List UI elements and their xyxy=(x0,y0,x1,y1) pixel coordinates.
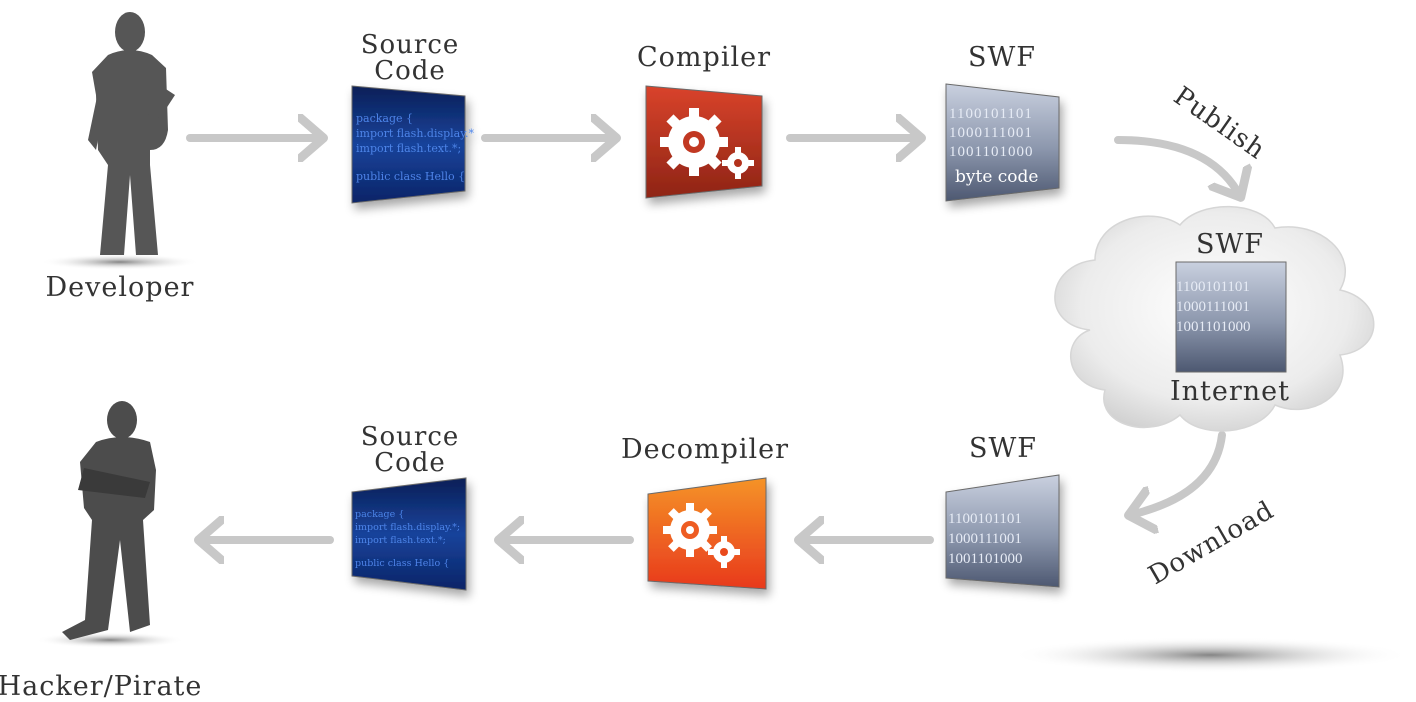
swf-label-bottom: SWF xyxy=(969,433,1037,464)
hacker-label: Hacker/Pirate xyxy=(0,671,202,702)
arrow-publish xyxy=(1114,136,1240,196)
code-line: public class Hello { xyxy=(355,558,449,569)
source-label-bottom-line1: Source xyxy=(361,422,460,452)
source-label-bottom-line2: Code xyxy=(374,448,446,478)
gears-icon xyxy=(660,108,754,179)
developer-silhouette-icon xyxy=(88,12,175,255)
hacker-silhouette-icon xyxy=(62,401,156,640)
compiler-panel xyxy=(645,85,763,199)
binary-line: 1000111001 xyxy=(1176,299,1250,315)
cloud-swf-label: SWF xyxy=(1196,229,1264,260)
svg-text:1100101101 1000111001: 1100101101 1000111001 1001101000 xyxy=(1176,279,1254,335)
binary-line: 1001101000 xyxy=(948,551,1022,567)
developer-label: Developer xyxy=(46,272,195,303)
code-line: package { xyxy=(356,112,413,125)
svg-text:package { import flash.d: package { import flash.display.* import … xyxy=(356,112,477,183)
swf-panel-bottom: 1100101101 1000111001 1001101000 xyxy=(945,474,1060,588)
binary-line: 1001101000 xyxy=(1176,319,1250,335)
bytecode-label: byte code xyxy=(955,167,1038,187)
gears-icon xyxy=(663,503,740,568)
binary-line: 1100101101 xyxy=(949,106,1033,122)
code-line: import flash.text.*; xyxy=(355,535,446,546)
source-code-panel-bottom: package { import flash.display.*; import… xyxy=(351,477,467,591)
svg-text:1100101101 1000111001: 1100101101 1000111001 1001101000 xyxy=(948,511,1026,567)
developer-shadow xyxy=(40,254,200,270)
source-code-panel-top: package { import flash.display.* import … xyxy=(351,85,477,204)
code-line: import flash.display.* xyxy=(356,127,474,140)
code-line: import flash.display.*; xyxy=(355,522,460,533)
binary-line: 1000111001 xyxy=(949,125,1033,141)
code-line: package { xyxy=(355,509,404,520)
binary-line: 1001101000 xyxy=(949,144,1033,160)
svg-text:1100101101 1000111001: 1100101101 1000111001 1001101000 xyxy=(949,106,1038,160)
internet-label: Internet xyxy=(1170,376,1290,407)
download-label: Download xyxy=(1144,495,1280,591)
swf-panel-top: 1100101101 1000111001 1001101000 byte co… xyxy=(945,83,1060,202)
code-line: import flash.text.*; xyxy=(356,142,461,155)
swf-label-top: SWF xyxy=(968,42,1036,73)
binary-line: 1000111001 xyxy=(948,531,1022,547)
compiler-label: Compiler xyxy=(637,42,771,73)
binary-line: 1100101101 xyxy=(948,511,1022,527)
hacker-shadow xyxy=(35,632,185,648)
source-label-top-line1: Source xyxy=(361,30,460,60)
source-label-top-line2: Code xyxy=(374,56,446,86)
swf-panel-cloud: 1100101101 1000111001 1001101000 xyxy=(1175,261,1287,373)
binary-line: 1100101101 xyxy=(1176,279,1250,295)
decompiler-label: Decompiler xyxy=(621,434,789,465)
svg-text:package { import flash.d: package { import flash.display.*; import… xyxy=(355,509,463,569)
code-line: public class Hello { xyxy=(356,170,465,183)
arrow-download xyxy=(1130,431,1226,515)
cloud-shadow xyxy=(1010,637,1410,673)
decompiler-panel xyxy=(647,477,767,590)
